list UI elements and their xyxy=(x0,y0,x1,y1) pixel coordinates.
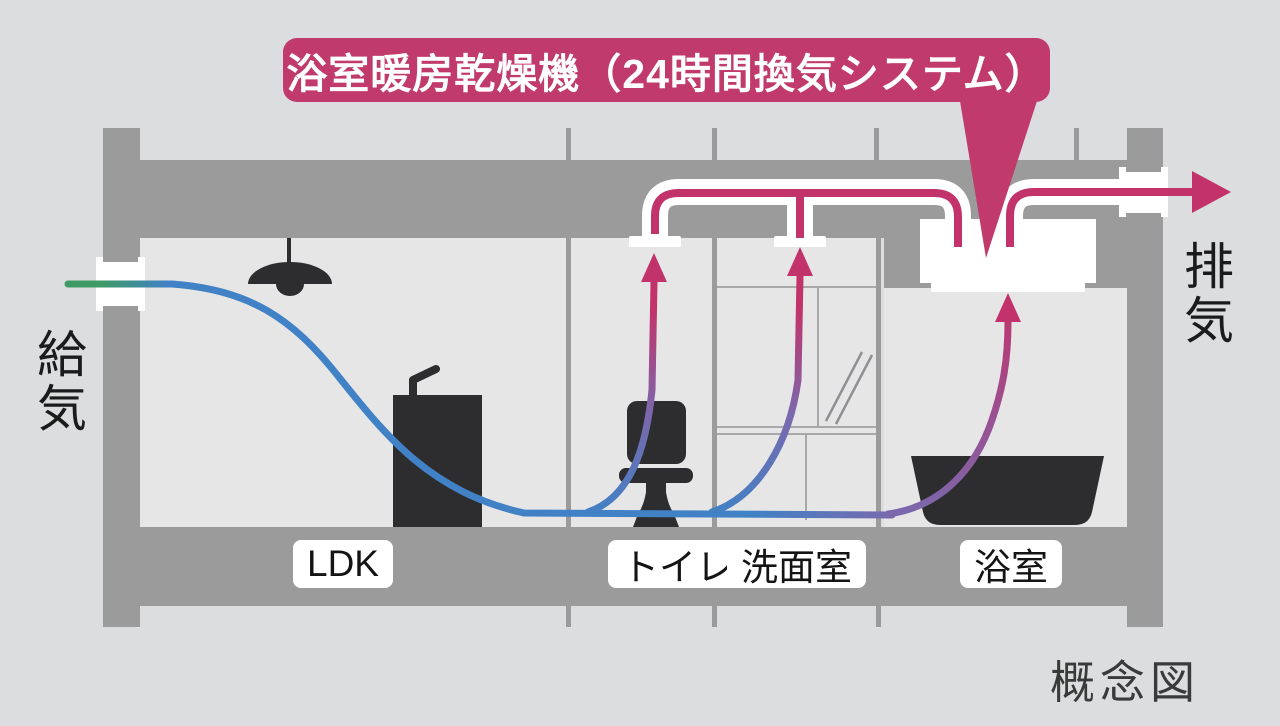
exhaust-arrow-bath xyxy=(884,318,1012,518)
supply-airflow-line xyxy=(64,280,896,519)
washstand-mirror-icon xyxy=(717,286,876,520)
left-wall xyxy=(103,128,140,627)
exhaust-arrow-toilet xyxy=(584,278,658,516)
room-label-washroom: 洗面室 xyxy=(727,540,866,588)
ceiling-vent-toilet xyxy=(629,236,681,247)
title-banner: 浴室暖房乾燥機（24時間換気システム） xyxy=(283,38,1050,102)
airflow-arrowheads xyxy=(641,247,1021,322)
title-banner-text: 浴室暖房乾燥機（24時間換気システム） xyxy=(286,51,1047,97)
banner-pointer xyxy=(960,101,1037,258)
exhaust-arrow-washroom xyxy=(708,272,804,516)
kitchen-counter-icon xyxy=(393,365,482,527)
partition-ldk-toilet xyxy=(566,238,571,527)
airflow-lines xyxy=(64,272,1012,519)
partition-toilet-washroom xyxy=(712,238,717,527)
duct-network xyxy=(96,167,1231,311)
room-label-toilet: トイレ xyxy=(608,540,747,588)
ceiling-vent-washroom xyxy=(774,236,826,247)
caption-label: 概念図 xyxy=(1050,656,1201,709)
pendant-light-icon xyxy=(248,238,332,296)
exhaust-arrow-out xyxy=(1192,171,1231,213)
partition-washroom-bath xyxy=(876,238,881,527)
room-label-bathroom: 浴室 xyxy=(960,540,1062,588)
supply-air-label: 給気 xyxy=(30,328,86,436)
room-label-ldk: LDK xyxy=(293,540,393,588)
exhaust-air-label: 排気 xyxy=(1177,240,1233,348)
